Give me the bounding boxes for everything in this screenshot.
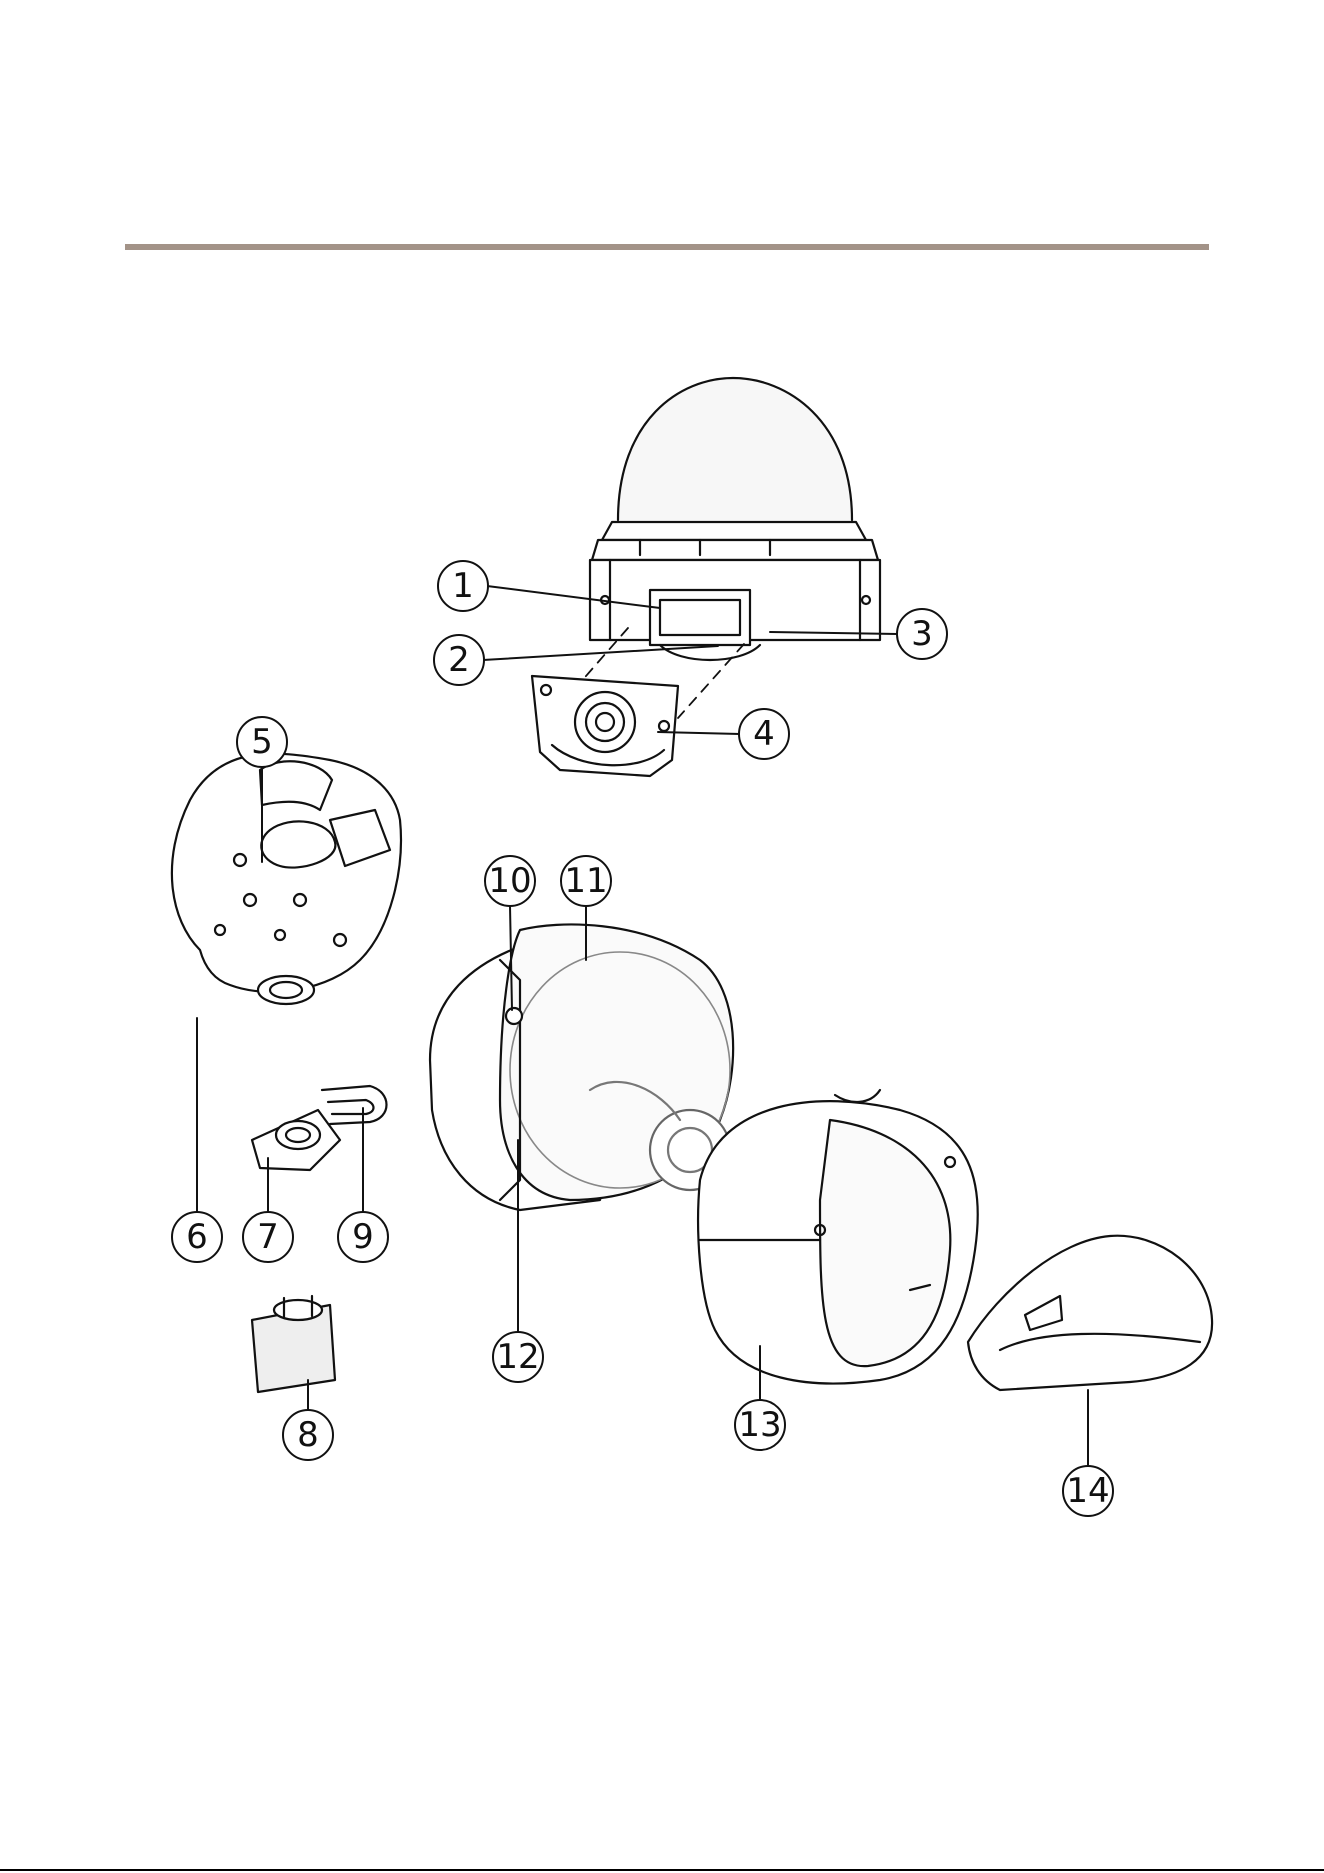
- callout-13: 13: [738, 1405, 781, 1445]
- callout-2: 2: [448, 640, 470, 680]
- bracket-part: [532, 676, 678, 776]
- callout-5: 5: [251, 722, 273, 762]
- callout-8: 8: [297, 1415, 319, 1455]
- conduit-adapter: [252, 1110, 340, 1170]
- callout-12: 12: [496, 1337, 539, 1377]
- callout-9: 9: [352, 1217, 374, 1257]
- callout-1: 1: [452, 566, 474, 606]
- camera-unit: [430, 924, 733, 1210]
- callout-14: 14: [1066, 1471, 1109, 1511]
- cable-plug: [252, 1296, 335, 1392]
- housing-ring: [698, 1090, 978, 1383]
- footer-divider: [0, 1869, 1324, 1871]
- callout-4: 4: [753, 714, 775, 754]
- callout-10: 10: [488, 861, 531, 901]
- mounting-plate: [172, 754, 401, 1004]
- callout-7: 7: [257, 1217, 279, 1257]
- callout-6: 6: [186, 1217, 208, 1257]
- u-clip: [322, 1086, 387, 1124]
- dome-housing: [590, 378, 880, 660]
- weathershield: [968, 1236, 1212, 1390]
- callout-11: 11: [564, 861, 607, 901]
- callout-3: 3: [911, 614, 933, 654]
